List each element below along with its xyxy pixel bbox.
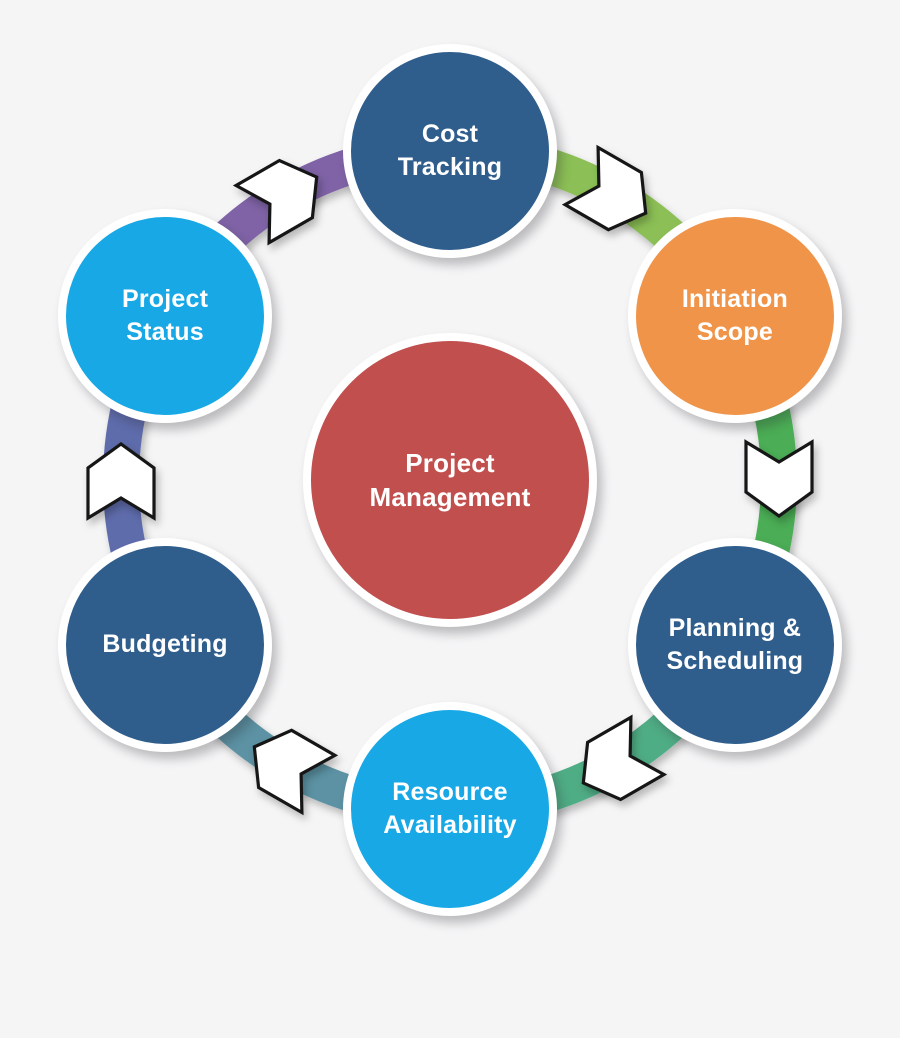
flow-arrow-icon	[581, 714, 668, 802]
node-resource-availability: Resource Availability	[343, 702, 557, 916]
flow-arrow-icon	[86, 442, 156, 521]
flow-arrow-icon	[561, 144, 648, 232]
node-planning-scheduling: Planning & Scheduling	[627, 537, 842, 752]
node-label: Initiation Scope	[681, 284, 788, 346]
node-label: Budgeting	[102, 630, 228, 658]
node-label: Project Status	[121, 284, 209, 346]
flow-arrow-icon	[744, 439, 814, 518]
node-project-status: Project Status	[58, 208, 273, 423]
node-label: Cost Tracking	[397, 120, 503, 181]
node-project-management-center: Project Management	[303, 333, 597, 627]
node-cost-tracking: Cost Tracking	[343, 44, 557, 258]
flow-arrow-icon	[252, 728, 339, 816]
node-budgeting: Budgeting	[58, 537, 273, 752]
flow-arrow-icon	[232, 158, 319, 246]
node-initiation-scope: Initiation Scope	[627, 208, 842, 423]
node-label: Project Management	[369, 447, 531, 512]
node-label: Planning & Scheduling	[666, 613, 804, 675]
flow-arrows	[86, 144, 814, 816]
node-label: Resource Availability	[383, 778, 517, 839]
